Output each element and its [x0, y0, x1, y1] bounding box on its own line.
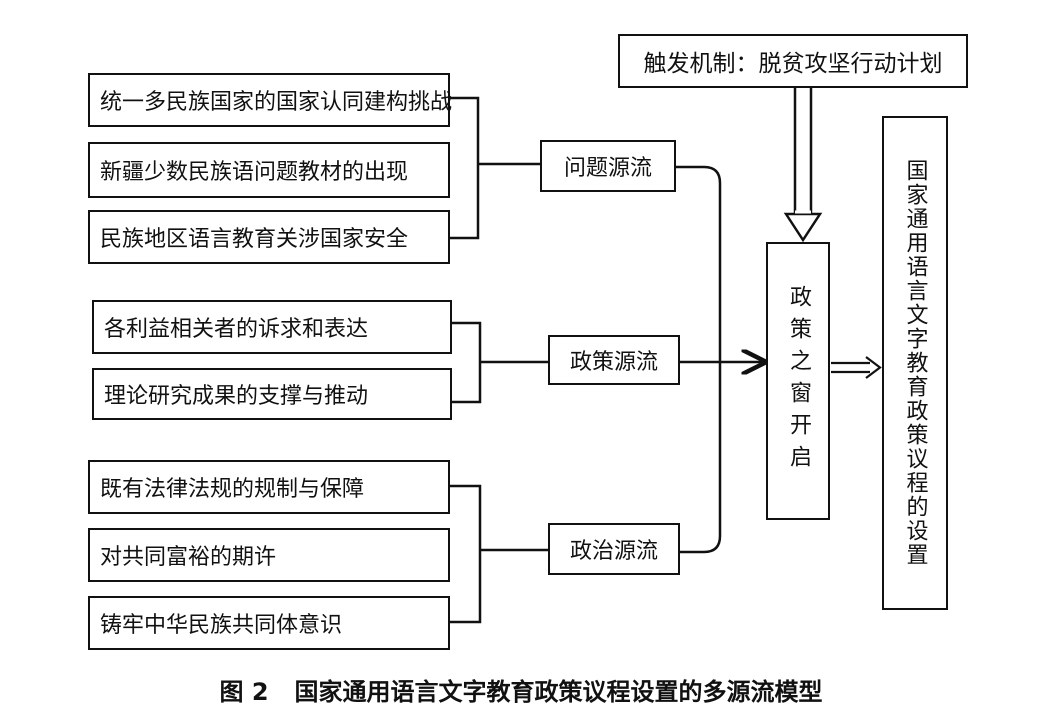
figure-caption: 图 2 国家通用语言文字教育政策议程设置的多源流模型: [0, 672, 1042, 707]
politics-item-3: 铸牢中华民族共同体意识: [88, 596, 450, 650]
problem-to-window-line: [676, 165, 722, 362]
politics-item-1-text: 既有法律法规的规制与保障: [100, 477, 365, 502]
policy-bracket: [452, 321, 482, 404]
problem-item-2: 新疆少数民族语问题教材的出现: [88, 142, 450, 198]
policy-item-2: 理论研究成果的支撑与推动: [92, 368, 452, 420]
politics-item-2-text: 对共同富裕的期许: [100, 545, 277, 570]
politics-stream-label: 政治源流: [569, 539, 658, 564]
trigger-box: 触发机制：脱贫攻坚行动计划: [618, 34, 968, 88]
trigger-label: 触发机制：脱贫攻坚行动计划: [643, 51, 943, 77]
problem-stream-box: 问题源流: [540, 140, 676, 192]
trigger-double-arrow: [783, 88, 823, 243]
policy-item-2-text: 理论研究成果的支撑与推动: [104, 384, 369, 409]
policy-item-1-text: 各利益相关者的诉求和表达: [104, 317, 369, 342]
problem-item-2-text: 新疆少数民族语问题教材的出现: [100, 160, 409, 185]
policy-window-box: 政策之窗开启: [766, 242, 830, 520]
politics-item-3-text: 铸牢中华民族共同体意识: [100, 613, 343, 638]
policy-item-1: 各利益相关者的诉求和表达: [92, 300, 452, 354]
problem-item-3-text: 民族地区语言教育关涉国家安全: [100, 227, 409, 252]
policy-stream-label: 政策源流: [569, 350, 658, 375]
figure-title: 国家通用语言文字教育政策议程设置的多源流模型: [294, 678, 823, 706]
agenda-setting-box: 国家通用语言文字教育政策议程的设置: [882, 116, 948, 610]
problem-item-1: 统一多民族国家的国家认同建构挑战: [88, 73, 453, 127]
politics-to-window-line: [680, 362, 722, 554]
figure-number: 图 2: [219, 678, 269, 706]
window-to-outcome-double-arrow: [831, 356, 882, 379]
problem-bracket: [450, 96, 480, 240]
problem-item-1-text: 统一多民族国家的国家认同建构挑战: [100, 90, 453, 115]
policy-window-label: 政策之窗开启: [786, 285, 811, 477]
agenda-setting-label: 国家通用语言文字教育政策议程的设置: [902, 159, 928, 567]
politics-stream-box: 政治源流: [548, 523, 680, 575]
problem-stream-label: 问题源流: [563, 156, 652, 181]
policy-stream-box: 政策源流: [548, 335, 680, 385]
politics-item-1: 既有法律法规的规制与保障: [88, 460, 450, 514]
politics-item-2: 对共同富裕的期许: [88, 528, 450, 582]
politics-bracket: [450, 484, 482, 624]
problem-item-3: 民族地区语言教育关涉国家安全: [88, 210, 450, 264]
